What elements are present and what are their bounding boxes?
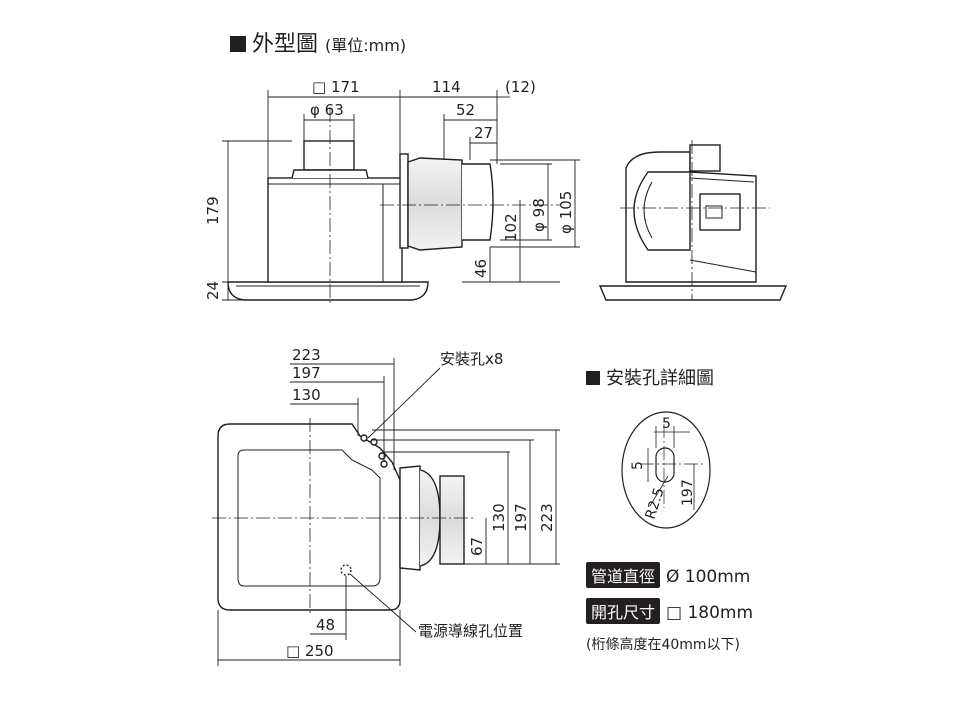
front-dimensions [222, 90, 580, 301]
front-panel [227, 281, 429, 301]
dim-46: 46 [472, 259, 490, 278]
dim-52: 52 [456, 101, 475, 119]
plan-dimensions [217, 358, 560, 666]
duct-diameter-badge: 管道直徑 [586, 562, 661, 588]
black-square-icon [586, 371, 600, 385]
opening-size-badge: 開孔尺寸 [586, 598, 661, 624]
dim-detail-197: 197 [680, 479, 696, 506]
label-power-hole: 電源導線孔位置 [418, 622, 523, 640]
opening-size-row: 開孔尺寸□ 180mm [586, 598, 753, 624]
dim-plan-v130: 130 [490, 503, 508, 532]
opening-size-value: □ 180mm [666, 603, 754, 623]
detail-view [621, 411, 711, 529]
dim-plan-67: 67 [468, 537, 486, 556]
duct-diameter-value: Ø 100mm [666, 567, 751, 587]
dim-27: 27 [474, 124, 493, 142]
dim-179: 179 [204, 196, 222, 225]
dim-plan-130: 130 [292, 386, 321, 404]
dim-plan-250: □ 250 [286, 642, 334, 660]
outline-unit: (單位:mm) [325, 36, 407, 55]
dim-plan-48: 48 [316, 616, 335, 634]
front-view [227, 108, 560, 304]
dim-dia-98: φ 98 [530, 198, 548, 232]
dim-detail-5h: 5 [662, 416, 671, 432]
dim-detail-5v: 5 [630, 461, 646, 470]
dim-plan-223: 223 [292, 346, 321, 364]
detail-slot [655, 447, 675, 483]
dim-24: 24 [204, 281, 222, 300]
side-panel [598, 285, 788, 301]
dim-plan-197: 197 [292, 364, 321, 382]
dim-side-depth: 114 [432, 78, 461, 96]
dim-plan-v197: 197 [512, 503, 530, 532]
dim-102: 102 [502, 213, 520, 242]
front-dimension-text: □ 171 φ 63 114 (12) 52 27 179 24 102 46 … [204, 78, 575, 300]
side-view [598, 140, 788, 301]
detail-heading: 安裝孔詳細圖 [586, 364, 714, 390]
front-duct [407, 157, 463, 251]
dim-side-extra: (12) [505, 78, 536, 96]
label-mount-holes: 安裝孔x8 [440, 350, 503, 368]
outline-heading: 外型圖 (單位:mm) [230, 26, 406, 58]
black-square-icon [230, 36, 246, 52]
dim-plan-v223: 223 [538, 503, 556, 532]
dim-front-pipe-dia: φ 63 [310, 101, 344, 119]
plan-view [212, 418, 474, 616]
detail-title: 安裝孔詳細圖 [606, 368, 714, 389]
outline-title: 外型圖 [252, 32, 319, 57]
dim-front-width: □ 171 [312, 78, 360, 96]
plan-dimension-text: 223 197 130 安裝孔x8 130 197 223 67 48 □ 25… [286, 346, 556, 660]
dim-dia-105: φ 105 [557, 191, 575, 234]
front-body [267, 177, 403, 283]
front-top-collar [303, 140, 355, 171]
joist-height-note: (桁條高度在40mm以下) [586, 637, 741, 653]
